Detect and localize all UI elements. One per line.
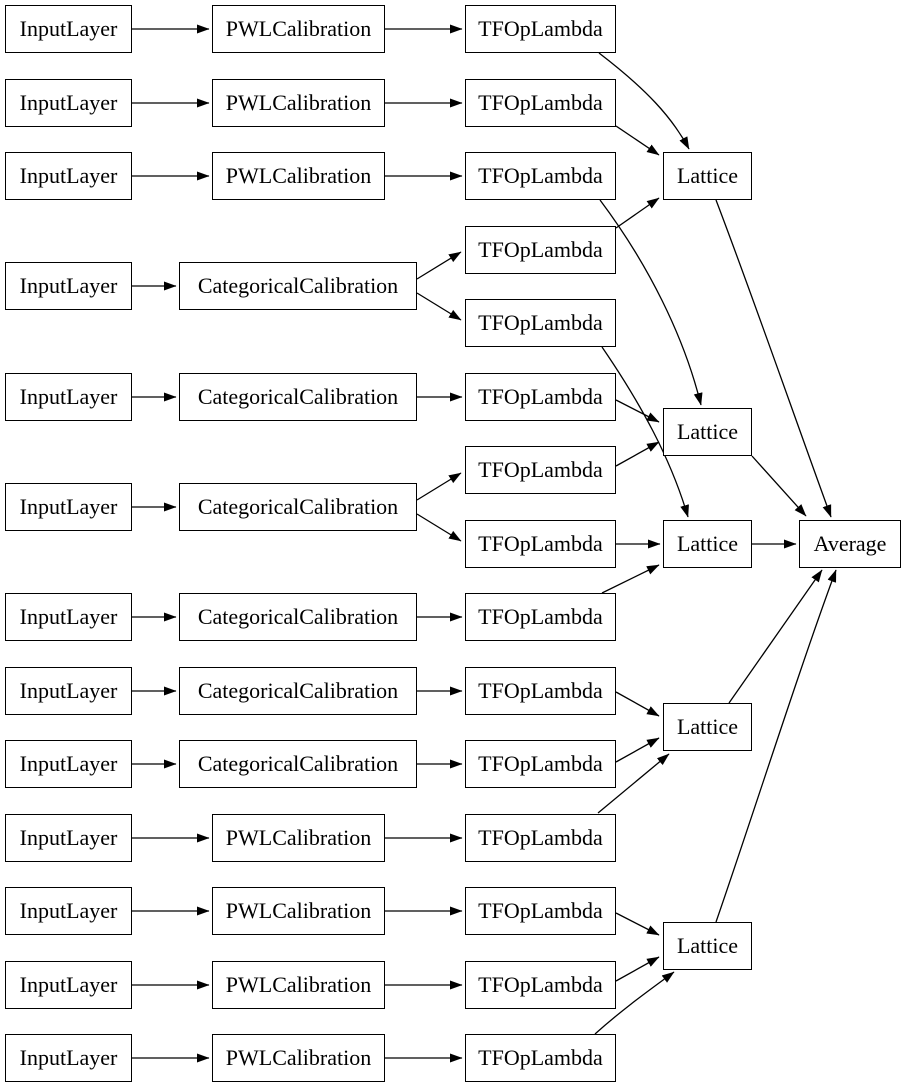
node-t11-tfoplambda: TFOpLambda (465, 740, 616, 788)
edge-t15-lat5 (594, 971, 675, 1035)
node-avg-average: Average (799, 520, 901, 568)
node-lat3-lattice: Lattice (663, 520, 752, 568)
node-il11-inputlayer: InputLayer (5, 887, 132, 935)
edge-t5-lat3 (601, 346, 689, 518)
node-c9-categoricalcalibration: CategoricalCalibration (179, 740, 417, 788)
node-il7-inputlayer: InputLayer (5, 593, 132, 641)
node-c6-categoricalcalibration: CategoricalCalibration (179, 483, 417, 531)
edge-c6-t8 (416, 513, 462, 542)
edge-t7-lat2 (615, 441, 660, 467)
node-il12-inputlayer: InputLayer (5, 961, 132, 1009)
node-il2-inputlayer: InputLayer (5, 79, 132, 127)
edge-t4-lat1 (615, 197, 660, 229)
node-t14-tfoplambda: TFOpLambda (465, 961, 616, 1009)
node-t7-tfoplambda: TFOpLambda (465, 446, 616, 494)
node-c1-pwlcalibration: PWLCalibration (212, 5, 385, 53)
edge-lat4-avg (728, 569, 823, 704)
node-c2-pwlcalibration: PWLCalibration (212, 79, 385, 127)
node-t6-tfoplambda: TFOpLambda (465, 373, 616, 421)
node-il6-inputlayer: InputLayer (5, 483, 132, 531)
node-c8-categoricalcalibration: CategoricalCalibration (179, 667, 417, 715)
edge-c6-t7 (416, 472, 462, 501)
node-t1-tfoplambda: TFOpLambda (465, 5, 616, 53)
node-lat2-lattice: Lattice (663, 408, 752, 456)
node-lat4-lattice: Lattice (663, 703, 752, 751)
node-c7-categoricalcalibration: CategoricalCalibration (179, 593, 417, 641)
edge-t14-lat5 (615, 956, 660, 982)
node-c10-pwlcalibration: PWLCalibration (212, 814, 385, 862)
node-t10-tfoplambda: TFOpLambda (465, 667, 616, 715)
edge-t6-lat2 (615, 399, 660, 423)
node-il10-inputlayer: InputLayer (5, 814, 132, 862)
edge-lat1-avg (715, 199, 832, 518)
edge-t12-lat4 (597, 753, 670, 814)
edge-t2-lat1 (615, 125, 660, 156)
node-t3-tfoplambda: TFOpLambda (465, 152, 616, 200)
node-c4-categoricalcalibration: CategoricalCalibration (179, 262, 417, 310)
node-il4-inputlayer: InputLayer (5, 262, 132, 310)
node-lat1-lattice: Lattice (663, 152, 752, 200)
edge-t13-lat5 (615, 912, 660, 936)
node-t9-tfoplambda: TFOpLambda (465, 593, 616, 641)
node-c13-pwlcalibration: PWLCalibration (212, 1034, 385, 1082)
edge-t9-lat3 (601, 564, 660, 594)
node-il13-inputlayer: InputLayer (5, 1034, 132, 1082)
node-lat5-lattice: Lattice (663, 922, 752, 970)
node-c3-pwlcalibration: PWLCalibration (212, 152, 385, 200)
node-il1-inputlayer: InputLayer (5, 5, 132, 53)
node-il8-inputlayer: InputLayer (5, 667, 132, 715)
node-t2-tfoplambda: TFOpLambda (465, 79, 616, 127)
edge-lat5-avg (715, 569, 837, 923)
node-il5-inputlayer: InputLayer (5, 373, 132, 421)
node-t5-tfoplambda: TFOpLambda (465, 299, 616, 347)
edge-c4-t5 (416, 292, 462, 321)
edge-c4-t4 (416, 251, 462, 280)
node-c12-pwlcalibration: PWLCalibration (212, 961, 385, 1009)
node-t13-tfoplambda: TFOpLambda (465, 887, 616, 935)
edge-t10-lat4 (615, 691, 660, 717)
node-c5-categoricalcalibration: CategoricalCalibration (179, 373, 417, 421)
node-c11-pwlcalibration: PWLCalibration (212, 887, 385, 935)
edge-t1-lat1 (598, 52, 690, 150)
node-t4-tfoplambda: TFOpLambda (465, 226, 616, 274)
node-t15-tfoplambda: TFOpLambda (465, 1034, 616, 1082)
edge-t11-lat4 (615, 737, 660, 763)
node-t12-tfoplambda: TFOpLambda (465, 814, 616, 862)
edge-t3-lat2 (599, 199, 703, 406)
node-il9-inputlayer: InputLayer (5, 740, 132, 788)
node-t8-tfoplambda: TFOpLambda (465, 520, 616, 568)
edge-lat2-avg (751, 455, 807, 517)
node-il3-inputlayer: InputLayer (5, 152, 132, 200)
